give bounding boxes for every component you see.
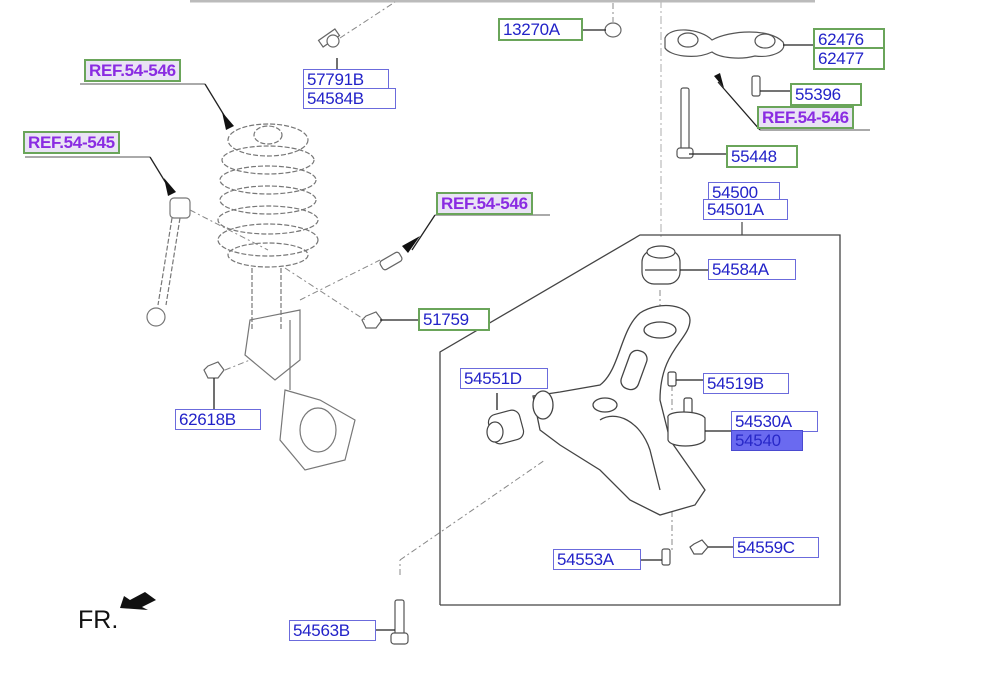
lower-control-arm-icon	[532, 304, 706, 516]
part-label-62618b[interactable]: 62618B	[175, 409, 261, 430]
part-label-62477[interactable]: 62477	[813, 47, 885, 70]
leader-lines	[25, 29, 870, 631]
bushing-54551d-icon	[486, 409, 525, 445]
front-direction-arrow-icon	[120, 592, 156, 610]
small-fastener-icons	[661, 539, 709, 566]
part-label-51759[interactable]: 51759	[418, 308, 490, 331]
dashed-connectors	[189, 1, 673, 575]
arrowheads	[164, 73, 724, 253]
ball-joint-icon	[667, 371, 706, 447]
assembly-box-outline	[439, 234, 841, 606]
part-label-54519b[interactable]: 54519B	[703, 373, 789, 394]
fastener-icons	[203, 22, 622, 379]
part-label-54530a[interactable]: 54530A	[731, 411, 818, 432]
strut-spring-icon	[217, 123, 319, 330]
ref-label-54-546-strut[interactable]: REF.54-546	[84, 59, 181, 82]
steering-knuckle-icon	[244, 309, 356, 471]
part-label-54563b[interactable]: 54563B	[289, 620, 376, 641]
ref-label-54-546-right[interactable]: REF.54-546	[757, 106, 854, 129]
part-label-55396[interactable]: 55396	[790, 83, 862, 106]
bushing-54584a-icon	[641, 245, 681, 285]
ref-label-54-545[interactable]: REF.54-545	[23, 131, 120, 154]
part-label-54540-highlighted[interactable]: 54540	[731, 430, 803, 451]
part-label-13270a[interactable]: 13270A	[498, 18, 583, 41]
stabilizer-link-icon	[146, 197, 191, 327]
bolt-54563b-icon	[390, 599, 409, 645]
bolt-55448-icon	[676, 87, 694, 159]
part-label-57791b[interactable]: 57791B	[303, 69, 389, 90]
upper-bracket-icon	[664, 29, 785, 97]
part-label-54553a[interactable]: 54553A	[553, 549, 641, 570]
ref-label-54-546-mid[interactable]: REF.54-546	[436, 192, 533, 215]
part-label-54584b[interactable]: 54584B	[303, 88, 396, 109]
part-label-54559c[interactable]: 54559C	[733, 537, 819, 558]
front-direction-label: FR.	[78, 606, 119, 634]
part-label-55448[interactable]: 55448	[726, 145, 798, 168]
part-label-54584a[interactable]: 54584A	[708, 259, 796, 280]
part-label-54551d[interactable]: 54551D	[460, 368, 548, 389]
part-label-54501a[interactable]: 54501A	[703, 199, 788, 220]
